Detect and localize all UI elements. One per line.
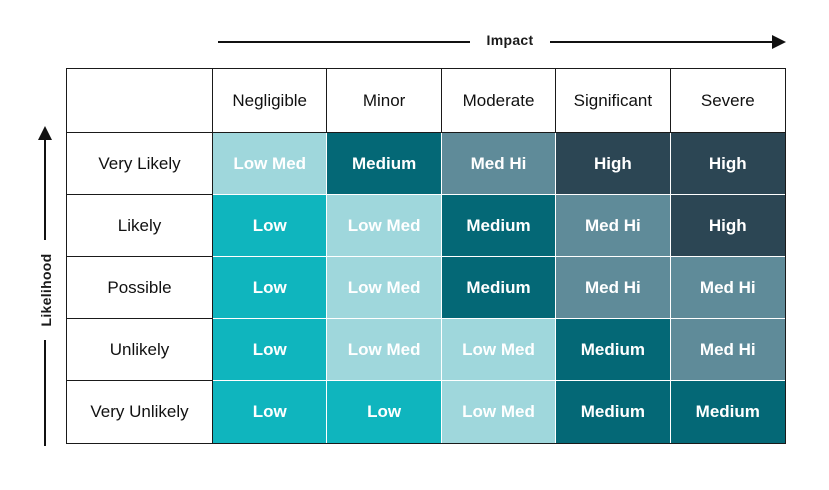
risk-cell: Low	[327, 381, 442, 443]
impact-axis-label: Impact	[486, 32, 534, 48]
risk-cell: Low	[213, 257, 328, 319]
likelihood-row-header: Likely	[67, 195, 213, 257]
likelihood-axis-label: Likelihood	[38, 253, 54, 327]
impact-column-header: Significant	[556, 69, 671, 133]
arrow-up-icon	[38, 126, 52, 140]
risk-cell: Low	[213, 319, 328, 381]
risk-cell: Medium	[556, 381, 671, 443]
risk-cell: Med Hi	[670, 257, 785, 319]
risk-cell: Medium	[441, 195, 557, 257]
risk-cell: Med Hi	[556, 257, 671, 319]
impact-axis-line	[550, 41, 776, 43]
risk-cell: Low Med	[327, 319, 442, 381]
risk-cell: Medium	[441, 257, 557, 319]
likelihood-axis-line	[44, 138, 46, 240]
risk-cell: Medium	[556, 319, 671, 381]
risk-cell: High	[670, 133, 785, 195]
impact-axis-line	[218, 41, 470, 43]
risk-cell: Low	[213, 195, 328, 257]
impact-column-header: Moderate	[441, 69, 557, 133]
likelihood-axis: Likelihood	[32, 126, 60, 446]
risk-cell: Low Med	[327, 257, 442, 319]
likelihood-axis-line	[44, 340, 46, 446]
impact-column-header: Negligible	[213, 69, 328, 133]
likelihood-row-header: Very Unlikely	[67, 381, 213, 443]
likelihood-row-header: Very Likely	[67, 133, 213, 195]
risk-cell: Low Med	[327, 195, 442, 257]
arrow-right-icon	[772, 35, 786, 49]
risk-cell: Low Med	[441, 319, 557, 381]
risk-cell: Low	[213, 381, 328, 443]
risk-cell: Med Hi	[441, 133, 557, 195]
likelihood-row-header: Possible	[67, 257, 213, 319]
impact-column-header: Severe	[670, 69, 785, 133]
matrix-corner	[67, 69, 213, 133]
risk-cell: Medium	[670, 381, 785, 443]
risk-cell: High	[556, 133, 671, 195]
risk-cell: Low Med	[441, 381, 557, 443]
impact-axis: Impact	[218, 30, 788, 52]
risk-cell: Med Hi	[556, 195, 671, 257]
risk-cell: High	[670, 195, 785, 257]
likelihood-row-header: Unlikely	[67, 319, 213, 381]
impact-column-header: Minor	[327, 69, 442, 133]
risk-cell: Medium	[327, 133, 442, 195]
risk-cell: Med Hi	[670, 319, 785, 381]
risk-cell: Low Med	[213, 133, 328, 195]
